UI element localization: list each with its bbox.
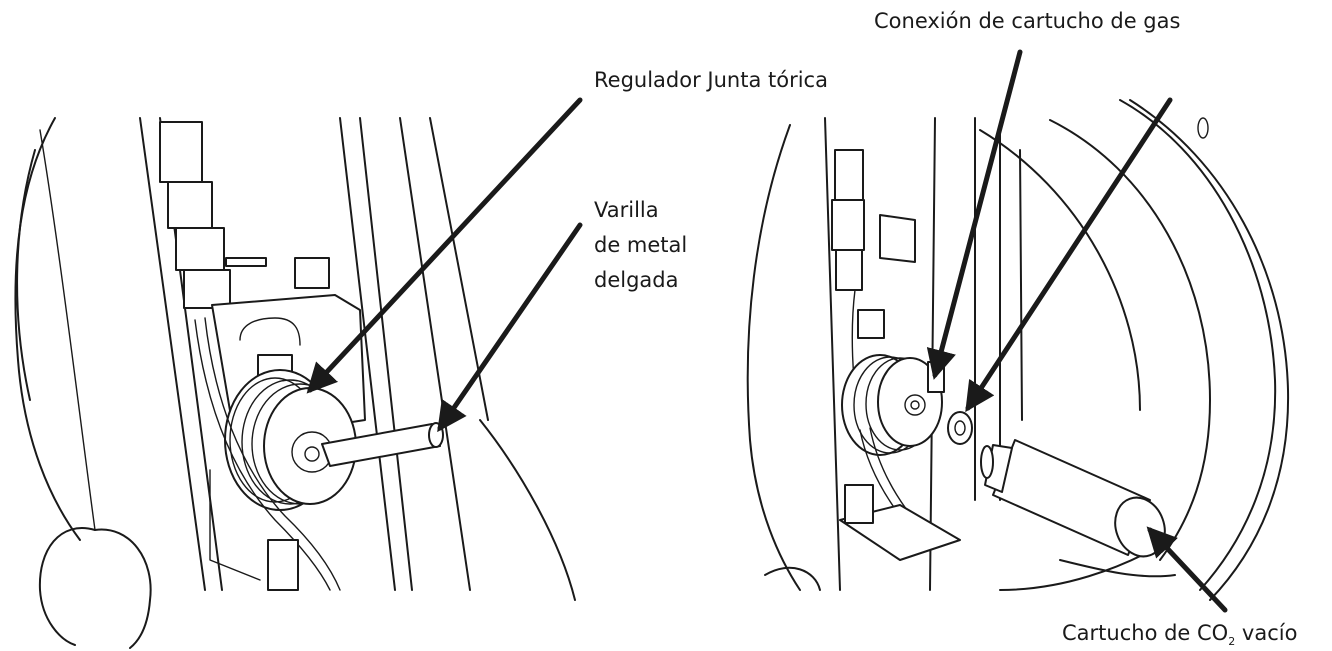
leader-junta-torica [965, 97, 1173, 413]
label-regulador-junta-torica: Regulador Junta tórica [594, 68, 828, 92]
label-cartucho-suffix: vacío [1235, 621, 1298, 645]
leader-regulador [306, 97, 583, 394]
label-cartucho-co2-vacio: Cartucho de CO2 vacío [1062, 619, 1297, 647]
label-cartucho-prefix: Cartucho de CO [1062, 621, 1229, 645]
label-varilla-line3: delgada [594, 268, 679, 292]
left-panel-illustration [14, 117, 576, 649]
right-panel-illustration [746, 99, 1290, 601]
label-varilla-line1: Varilla [594, 198, 659, 222]
leader-conexion [926, 49, 1023, 380]
label-cartucho-subscript: 2 [1228, 635, 1236, 648]
label-varilla-line2: de metal [594, 233, 688, 257]
leader-cartucho-co2 [1146, 526, 1228, 613]
leader-varilla [437, 222, 583, 433]
label-conexion-cartucho-gas: Conexión de cartucho de gas [874, 9, 1181, 33]
